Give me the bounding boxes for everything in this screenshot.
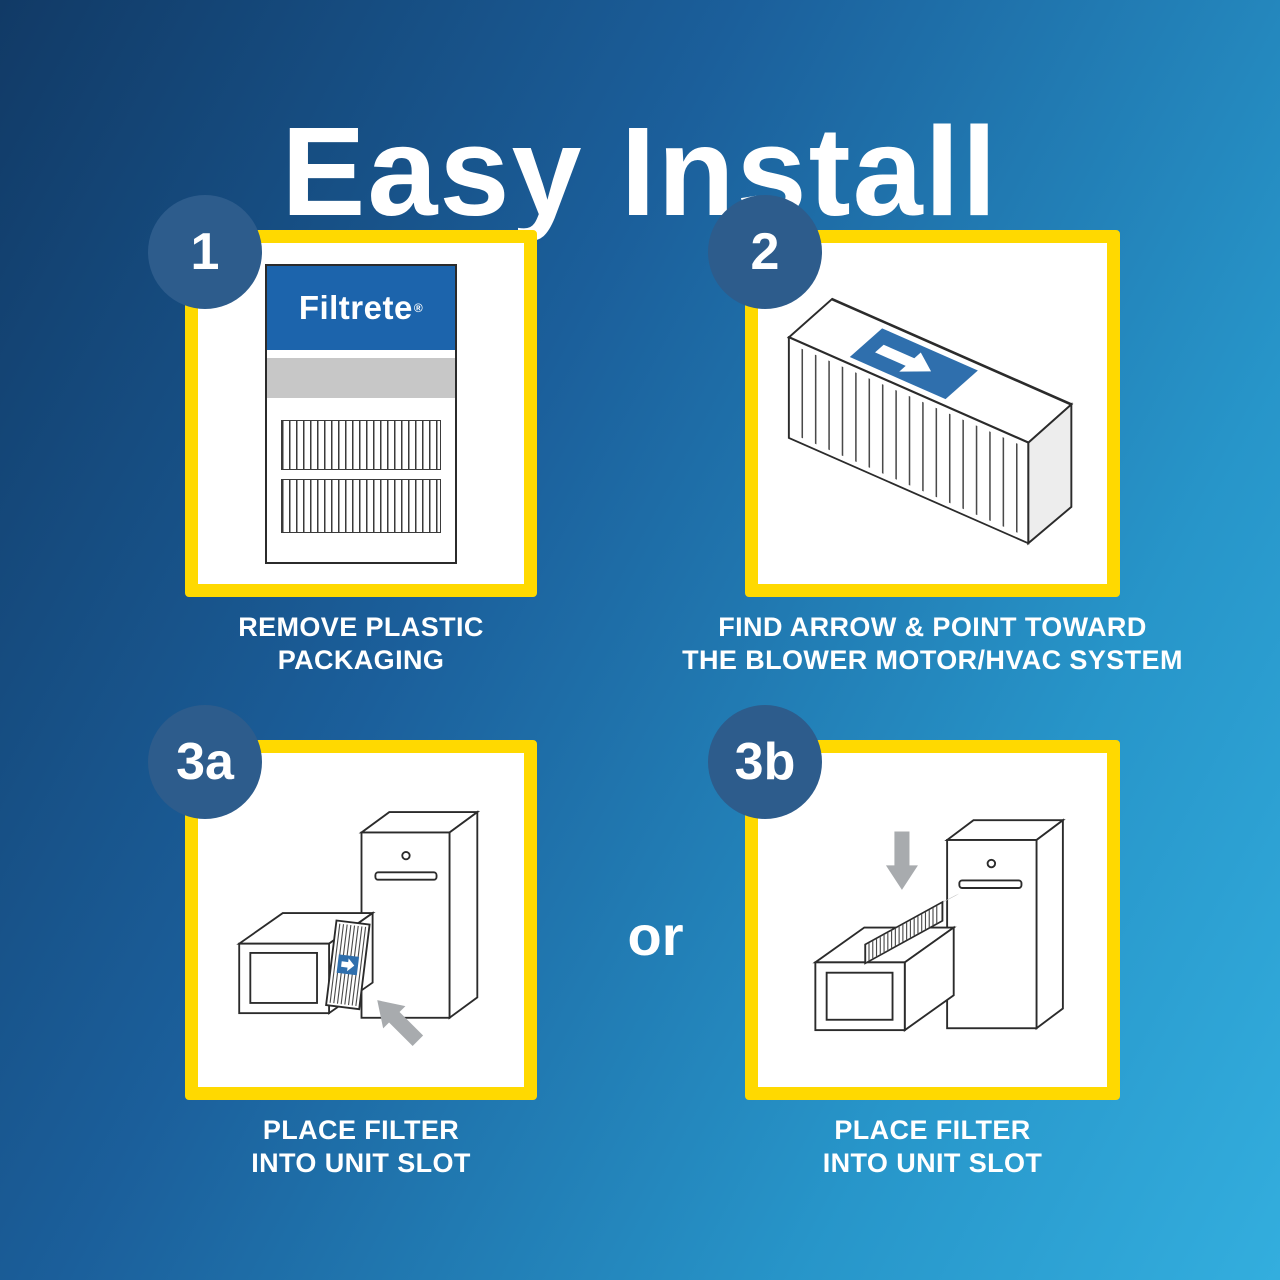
duct xyxy=(811,925,957,1032)
unit-knob xyxy=(986,858,996,869)
step-3a-badge: 3a xyxy=(148,705,262,819)
step-1: 1 Filtrete® REMOVE PLASTIC PACKAGING xyxy=(148,195,537,675)
step-2-badge: 2 xyxy=(708,195,822,309)
caption-line: THE BLOWER MOTOR/HVAC SYSTEM xyxy=(682,644,1183,675)
caption-line: PACKAGING xyxy=(277,644,445,675)
filter-pleats-band-1 xyxy=(281,419,441,470)
filter-package-illustration: Filtrete® xyxy=(265,263,457,564)
step-1-panel: Filtrete® xyxy=(185,230,537,597)
hvac-unit xyxy=(943,818,1066,1031)
step-1-badge: 1 xyxy=(148,195,262,309)
caption-line: PLACE FILTER xyxy=(262,1115,460,1145)
hvac-top-insert-illustration xyxy=(811,818,1066,1032)
caption-line: INTO UNIT SLOT xyxy=(251,1147,471,1178)
unit-knob xyxy=(400,850,411,860)
caption-line: PLACE FILTER xyxy=(834,1115,1031,1145)
registered-mark: ® xyxy=(413,300,424,315)
hvac-unit xyxy=(358,809,480,1020)
filter-pleats xyxy=(801,348,1018,533)
step-3a-panel xyxy=(185,740,537,1100)
filter-slab xyxy=(324,918,371,1010)
package-gray-band xyxy=(267,357,455,398)
step-2-panel xyxy=(745,230,1120,597)
step-2-caption: FIND ARROW & POINT TOWARD THE BLOWER MOT… xyxy=(682,611,1183,677)
filter-pleats xyxy=(867,905,937,961)
step-3b-panel xyxy=(745,740,1120,1100)
filtrete-logo: Filtrete® xyxy=(267,265,455,350)
step-3a: 3a xyxy=(148,705,537,1178)
filter-slab xyxy=(862,893,959,965)
duct-opening xyxy=(825,971,893,1021)
step-3b: 3b xyxy=(708,705,1120,1178)
duct-opening xyxy=(248,951,318,1004)
filter-pleats-band-2 xyxy=(281,478,441,533)
caption-line: FIND ARROW & POINT TOWARD xyxy=(718,612,1147,642)
airflow-arrow-icon xyxy=(875,344,932,372)
step-3b-badge: 3b xyxy=(708,705,822,819)
or-label: or xyxy=(627,904,684,967)
insert-arrow-icon xyxy=(376,999,423,1046)
unit-vent-slot xyxy=(373,870,437,881)
caption-line: REMOVE PLASTIC xyxy=(238,612,484,642)
unit-vent-slot xyxy=(957,879,1022,889)
page-title: Easy Install xyxy=(281,101,999,243)
caption-line: INTO UNIT SLOT xyxy=(822,1147,1043,1178)
insert-arrow-icon xyxy=(885,831,918,890)
filter-airflow-illustration xyxy=(786,297,1074,545)
step-1-caption: REMOVE PLASTIC PACKAGING xyxy=(238,611,484,677)
filtrete-logo-text: Filtrete xyxy=(298,288,413,326)
step-3a-caption: PLACE FILTER INTO UNIT SLOT xyxy=(251,1114,471,1180)
airflow-arrow-icon xyxy=(340,957,354,971)
step-2: 2 FIND ARROW & POINT TOWARD THE BLOWER M… xyxy=(682,195,1182,675)
hvac-side-insert-illustration xyxy=(235,809,480,1046)
step-3b-caption: PLACE FILTER INTO UNIT SLOT xyxy=(823,1114,1043,1180)
filter-front-face xyxy=(787,335,1030,545)
